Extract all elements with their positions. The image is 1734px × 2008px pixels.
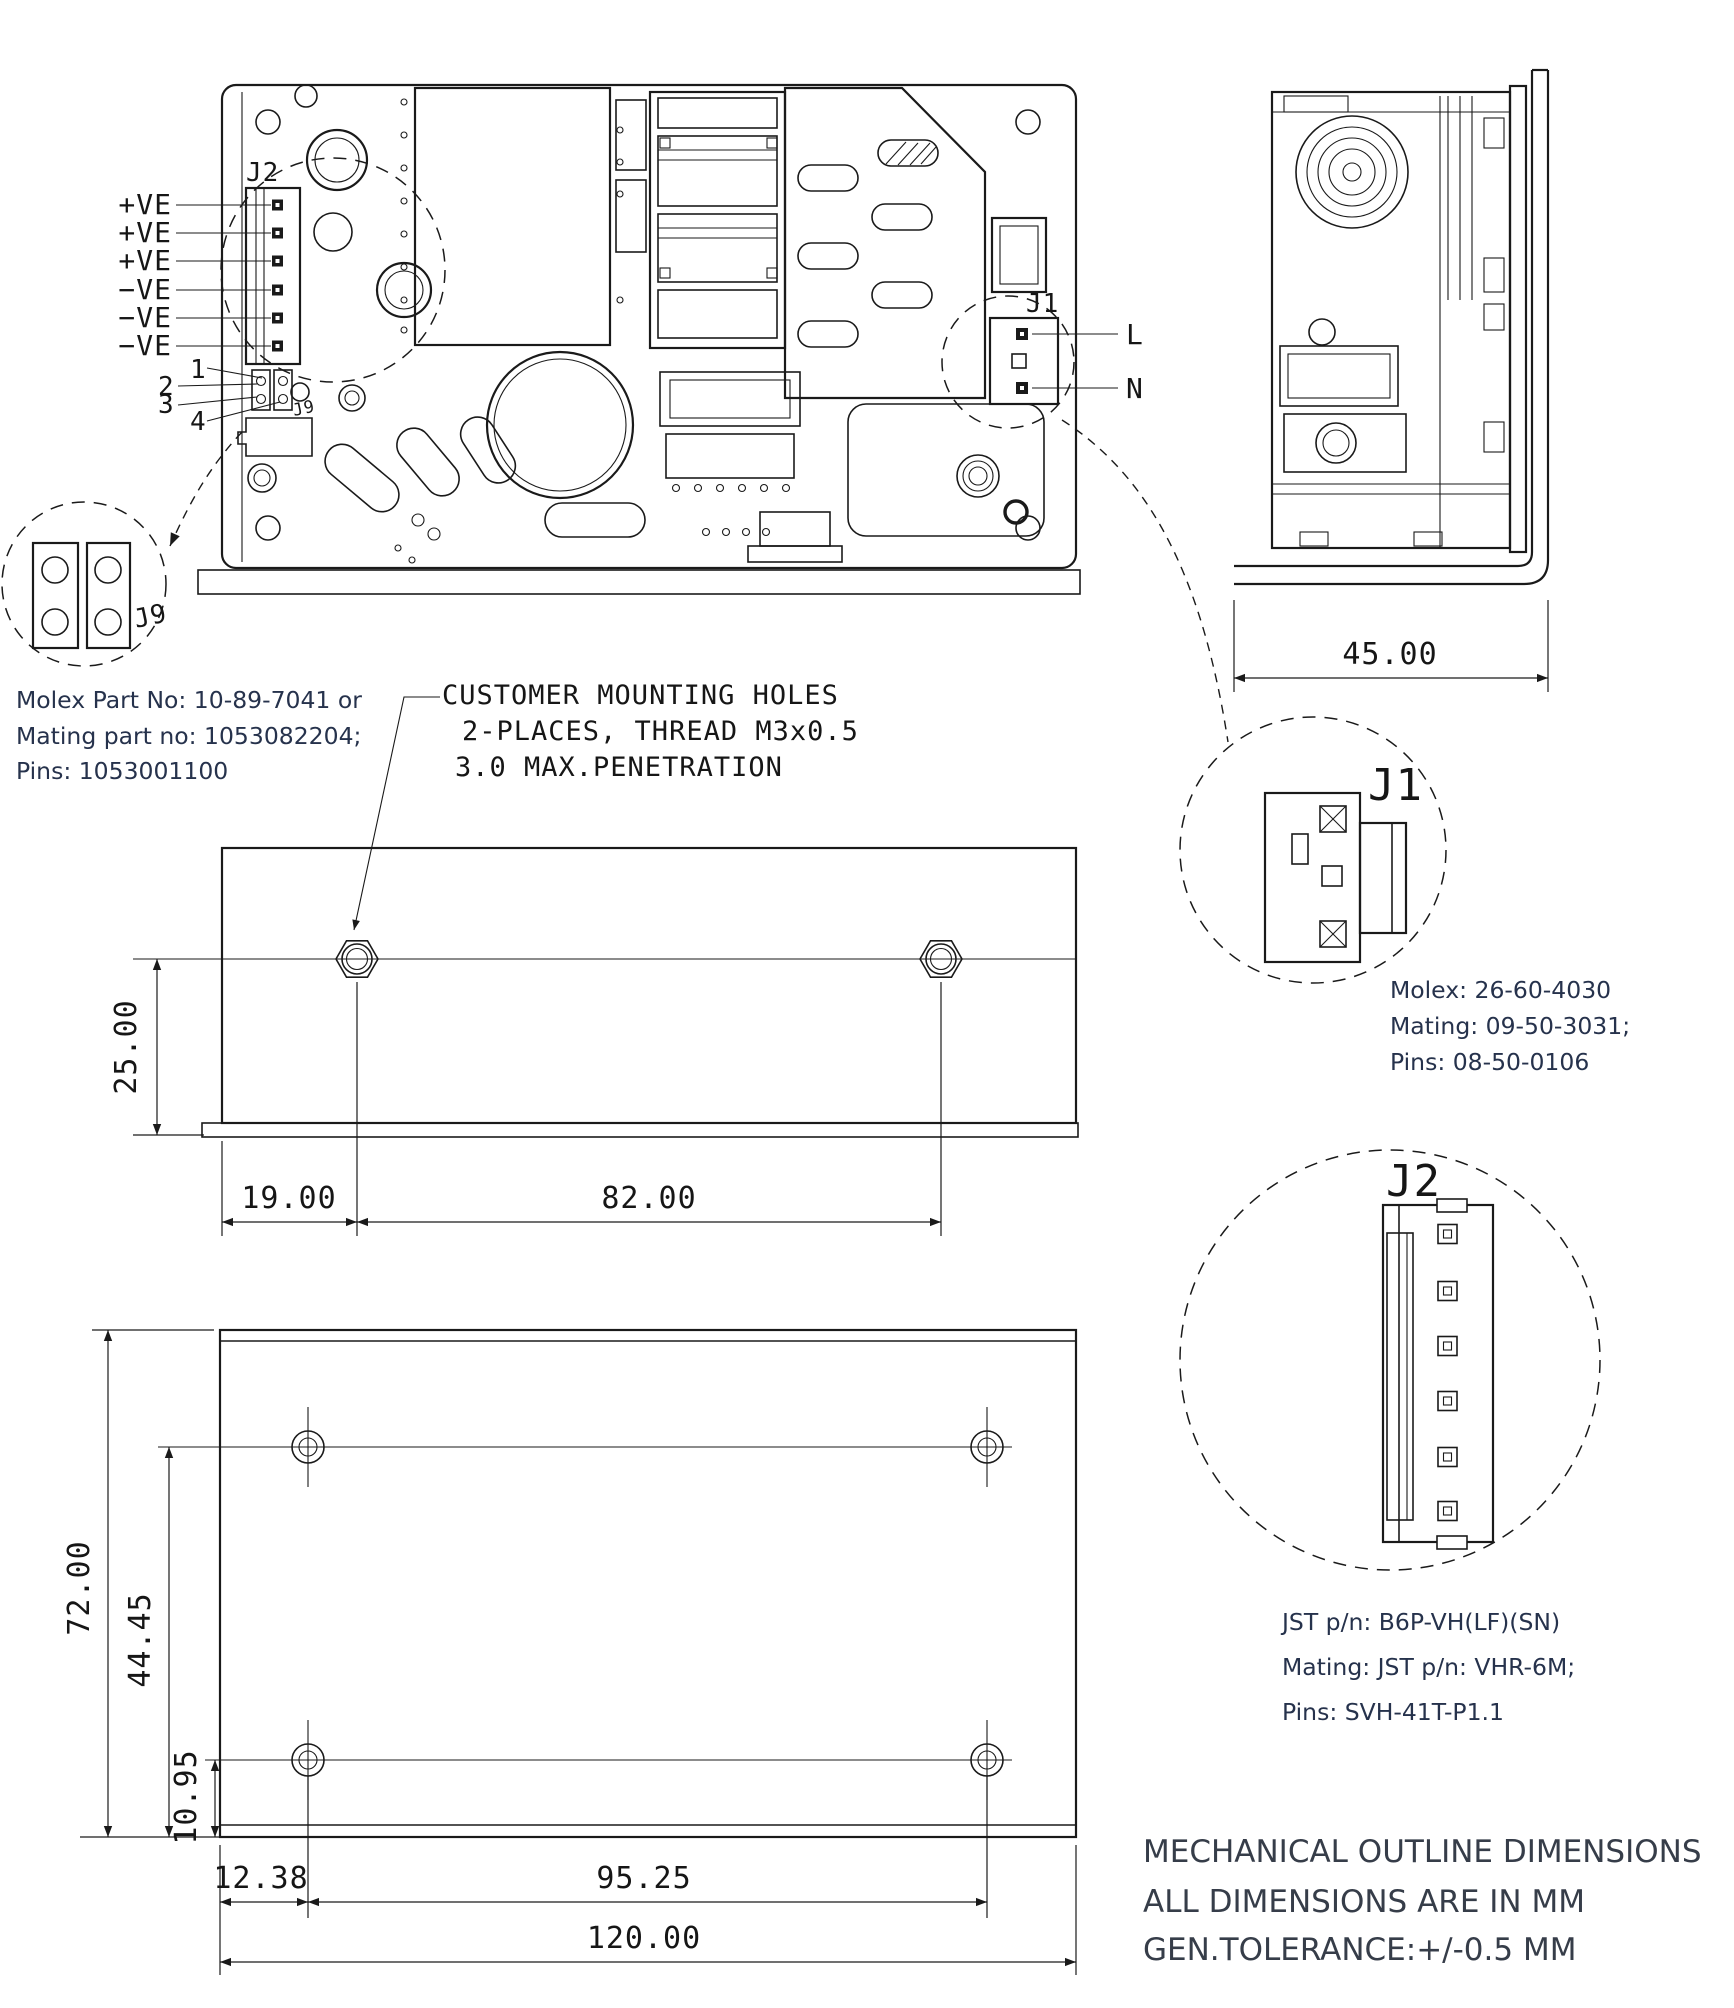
j9-note-line1: Molex Part No: 10-89-7041 or — [16, 686, 362, 714]
side-view: 45.00 — [1233, 68, 1550, 692]
toroid-inner — [493, 358, 627, 492]
dim-19-82: 19.00 82.00 — [221, 982, 942, 1236]
dim-45-label: 45.00 — [1342, 637, 1437, 672]
j1-note-line3: Pins: 08-50-0106 — [1390, 1048, 1589, 1076]
mounting-stud-left — [335, 939, 379, 979]
j1-pin-bottom — [1319, 920, 1347, 948]
j9-note-line2: Mating part no: 1053082204; — [16, 722, 361, 750]
heatsink — [783, 86, 987, 400]
mounting-note: CUSTOMER MOUNTING HOLES 2-PLACES, THREAD… — [352, 680, 859, 931]
transformer-side — [1295, 96, 1473, 300]
shield-region — [847, 403, 1045, 537]
j2-note-line1: JST p/n: B6P-VH(LF)(SN) — [1280, 1608, 1560, 1636]
pcb-components — [247, 84, 1048, 564]
dim-120-label: 120.00 — [587, 1921, 701, 1956]
j1-detail-connector — [1263, 791, 1408, 964]
j2-detail-label: J2 — [1386, 1156, 1441, 1207]
aux-pin-3: 3 — [158, 390, 175, 420]
dim-72: 72.00 — [62, 1329, 214, 1837]
pin-label-nve2: −VE — [118, 301, 172, 334]
footer-line3: GEN.TOLERANCE:+/-0.5 MM — [1143, 1932, 1576, 1968]
bracket-flange-top-view — [197, 569, 1081, 595]
aux-pin-4: 4 — [190, 407, 207, 437]
pin-label-pve3: +VE — [118, 244, 172, 277]
j2-pins — [272, 199, 283, 352]
ac-inlet-block — [990, 216, 1048, 294]
mounting-note-line3: 3.0 MAX.PENETRATION — [455, 752, 783, 783]
hatched-slot — [877, 139, 939, 167]
mounting-stud-right — [919, 939, 963, 979]
dim-25: 25.00 — [109, 959, 204, 1136]
dim-1095: 10.95 — [169, 1749, 220, 1845]
j1-pin-top — [1319, 805, 1347, 833]
j1-note-line1: Molex: 26-60-4030 — [1390, 976, 1611, 1004]
dim-120: 120.00 — [220, 1845, 1077, 1975]
j9-detail-leader — [169, 431, 243, 547]
j9-note-line3: Pins: 1053001100 — [16, 757, 228, 785]
dim-1095-label: 10.95 — [169, 1749, 204, 1844]
j2-detail: J2 JST p/n: B6P-VH(LF)(SN) Mating: JST p… — [1179, 1149, 1601, 1726]
toroid-outer — [485, 350, 635, 500]
j9-connector: 1 2 3 4 J9 — [158, 355, 317, 547]
bottom-view: 72.00 44.45 10.95 12.38 95.25 120.00 — [62, 1328, 1078, 1975]
aux-pin-2: 2 — [158, 372, 175, 402]
j1-detail-label: J1 — [1368, 760, 1423, 811]
line-label: L — [1126, 318, 1144, 351]
j1-detail-leader — [1061, 419, 1229, 743]
dim-19-label: 19.00 — [241, 1181, 336, 1216]
neutral-label: N — [1126, 372, 1144, 405]
j1-detail-ring — [941, 295, 1075, 429]
footer-line1: MECHANICAL OUTLINE DIMENSIONS — [1143, 1834, 1702, 1870]
dim-1238-label: 12.38 — [213, 1861, 308, 1896]
top-view: J2 +VE +VE +VE −VE −VE −VE 1 2 3 4 — [118, 83, 1229, 743]
j9-detail-label: J9 — [131, 599, 170, 635]
dim-4445: 44.45 — [123, 1447, 174, 1837]
j9-detail: J9 — [1, 501, 170, 667]
mounting-note-line1: CUSTOMER MOUNTING HOLES — [442, 680, 839, 711]
j1-connector: J1 L N — [941, 289, 1229, 743]
inductors — [324, 416, 646, 564]
corner-screw-holes — [255, 109, 1041, 541]
j2-detail-ring — [220, 157, 446, 383]
j2-detail-connector — [1381, 1198, 1495, 1550]
pin-label-pve2: +VE — [118, 216, 172, 249]
dim-1238-9525: 12.38 95.25 — [213, 1776, 988, 1975]
dim-9525-label: 95.25 — [596, 1861, 691, 1896]
dim-45: 45.00 — [1233, 600, 1549, 692]
outline-side-view: 25.00 19.00 82.00 — [109, 846, 1079, 1236]
j2-note-line2: Mating: JST p/n: VHR-6M; — [1282, 1653, 1575, 1681]
footer-notes: MECHANICAL OUTLINE DIMENSIONS ALL DIMENS… — [1143, 1834, 1702, 1968]
aux-pin-1: 1 — [190, 355, 207, 385]
dim-82-label: 82.00 — [601, 1181, 696, 1216]
j9-note: Molex Part No: 10-89-7041 or Mating part… — [16, 686, 362, 785]
j1-note-line2: Mating: 09-50-3031; — [1390, 1012, 1630, 1040]
pin-label-nve3: −VE — [118, 329, 172, 362]
mounting-holes-bottom — [291, 1407, 1004, 1800]
dim-72-label: 72.00 — [62, 1540, 97, 1635]
j2-connector: J2 — [220, 157, 446, 383]
pcb-edge — [1508, 84, 1528, 554]
j1-detail: J1 Molex: 26-60-4030 Mating: 09-50-3031;… — [1179, 716, 1630, 1076]
pin-label-nve1: −VE — [118, 273, 172, 306]
transformer-block — [648, 90, 787, 350]
dim-25-label: 25.00 — [109, 999, 144, 1094]
mounting-note-line2: 2-PLACES, THREAD M3x0.5 — [462, 716, 859, 747]
dim-4445-label: 44.45 — [123, 1592, 158, 1687]
module-block — [413, 86, 612, 347]
output-pin-labels: +VE +VE +VE −VE −VE −VE — [118, 188, 271, 362]
j2-note-line3: Pins: SVH-41T-P1.1 — [1282, 1698, 1504, 1726]
j2-detail-pins — [1437, 1223, 1458, 1522]
pin-label-pve1: +VE — [118, 188, 172, 221]
footer-line2: ALL DIMENSIONS ARE IN MM — [1143, 1884, 1585, 1920]
module-pin-dots — [400, 98, 624, 334]
bottom-modules — [659, 371, 843, 563]
